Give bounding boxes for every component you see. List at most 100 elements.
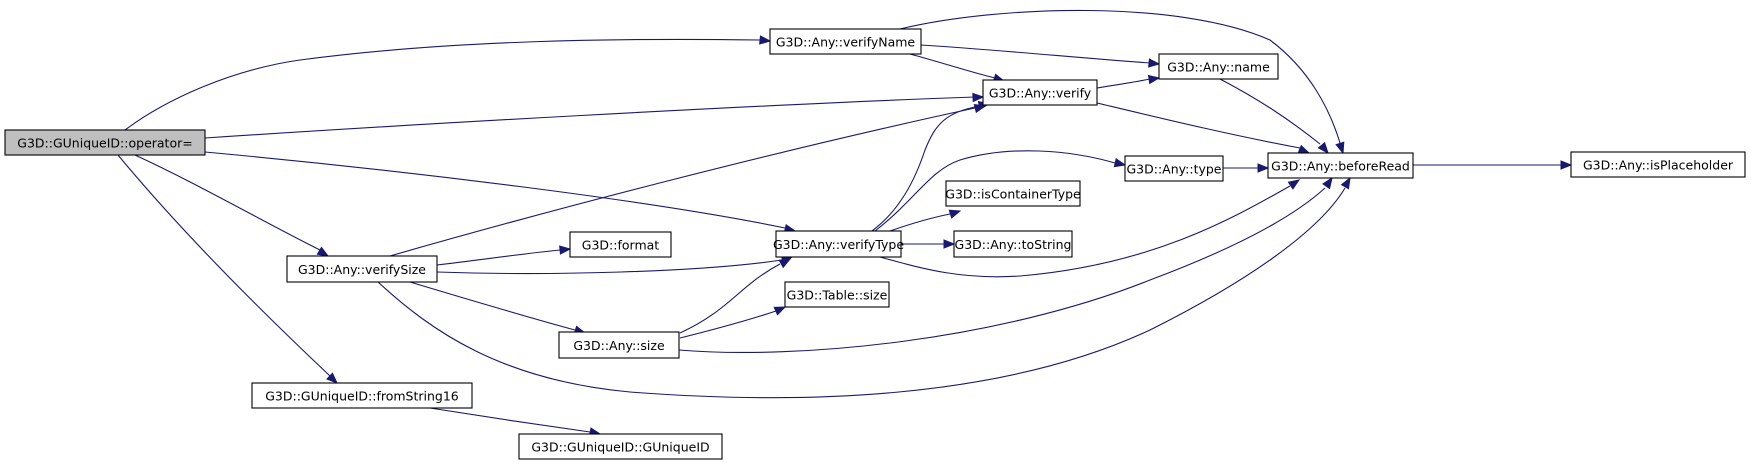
edges-layer — [117, 9, 1573, 437]
edge-line — [1219, 78, 1321, 145]
edge-line — [117, 154, 331, 377]
node-label: G3D::Any::name — [1167, 60, 1270, 75]
node-name[interactable]: G3D::Any::name — [1158, 53, 1279, 80]
node-operator_assign[interactable]: G3D::GUniqueID::operator= — [4, 129, 206, 156]
node-label: G3D::Any::verifyType — [773, 237, 904, 252]
edge-line — [1096, 102, 1301, 149]
edge-verifySize-to-beforeRead — [377, 176, 1351, 399]
arrowhead-icon — [1147, 74, 1161, 85]
edge-verifyType-to-beforeRead — [879, 179, 1301, 278]
node-label: G3D::Any::toString — [955, 237, 1072, 252]
arrowhead-icon — [1335, 141, 1345, 155]
edge-verifyName-to-verify — [909, 53, 1006, 83]
arrowhead-icon — [759, 35, 772, 45]
arrowhead-icon — [1113, 158, 1127, 168]
node-label: G3D::Any::verifySize — [298, 262, 426, 277]
arrowhead-icon — [943, 239, 956, 249]
node-label: G3D::isContainerType — [945, 187, 1081, 202]
node-type[interactable]: G3D::Any::type — [1124, 155, 1224, 182]
node-box — [1570, 151, 1746, 178]
edge-line — [889, 213, 951, 232]
arrowhead-icon — [1148, 58, 1161, 68]
node-verify[interactable]: G3D::Any::verify — [982, 79, 1098, 106]
edge-name-to-beforeRead — [1219, 78, 1329, 155]
arrowhead-icon — [778, 258, 792, 269]
arrowhead-icon — [559, 245, 572, 255]
edge-line — [679, 310, 777, 339]
node-box — [569, 231, 672, 258]
edge-operator_assign-to-verify — [204, 92, 985, 139]
edge-anySize-to-verifyType — [679, 258, 792, 334]
edge-verifySize-to-format — [436, 245, 572, 266]
node-label: G3D::GUniqueID::operator= — [17, 136, 192, 151]
node-box — [558, 331, 680, 359]
node-toString[interactable]: G3D::Any::toString — [953, 230, 1073, 258]
edge-beforeRead-to-isPlaceholder — [1413, 160, 1573, 170]
arrowhead-icon — [326, 372, 338, 384]
node-beforeRead[interactable]: G3D::Any::beforeRead — [1267, 152, 1414, 179]
arrowhead-icon — [773, 306, 787, 316]
edge-line — [429, 407, 591, 433]
edge-line — [678, 187, 1326, 353]
node-label: G3D::Table::size — [787, 288, 888, 303]
edge-line — [409, 281, 576, 331]
node-label: G3D::Any::beforeRead — [1271, 159, 1410, 174]
node-box — [251, 382, 473, 409]
node-fromString16[interactable]: G3D::GUniqueID::fromString16 — [251, 382, 473, 409]
edge-verifyType-to-toString — [901, 239, 956, 249]
node-box — [784, 281, 890, 308]
node-box — [769, 28, 922, 55]
node-box — [1267, 152, 1414, 179]
arrowhead-icon — [973, 103, 987, 114]
node-label: G3D::format — [582, 238, 659, 253]
edge-anySize-to-beforeRead — [678, 176, 1333, 353]
edge-verifyType-to-type — [874, 150, 1127, 232]
node-verifySize[interactable]: G3D::Any::verifySize — [286, 255, 438, 283]
edge-verify-to-name — [1096, 74, 1161, 89]
edge-verifyType-to-isContainerType — [889, 209, 962, 232]
node-box — [775, 230, 902, 258]
node-box — [4, 129, 206, 156]
edge-fromString16-to-GUniqueID — [429, 407, 602, 437]
edge-line — [436, 259, 783, 275]
node-label: G3D::Any::type — [1127, 162, 1222, 177]
node-verifyName[interactable]: G3D::Any::verifyName — [769, 28, 922, 55]
edge-line — [377, 187, 1346, 399]
edge-line — [879, 185, 1291, 278]
node-isPlaceholder[interactable]: G3D::Any::isPlaceholder — [1570, 151, 1746, 178]
edge-line — [204, 151, 786, 229]
node-label: G3D::GUniqueID::fromString16 — [265, 389, 459, 404]
edge-line — [204, 96, 976, 139]
arrowhead-icon — [1297, 144, 1311, 154]
nodes-layer: G3D::GUniqueID::operator=G3D::Any::verif… — [4, 28, 1746, 460]
edge-verifyType-to-verify — [871, 100, 991, 232]
edge-operator_assign-to-verifyName — [124, 35, 772, 131]
edge-verifyName-to-beforeRead — [899, 9, 1345, 155]
edge-operator_assign-to-fromString16 — [117, 154, 338, 384]
node-box — [1158, 53, 1279, 80]
node-GUniqueID[interactable]: G3D::GUniqueID::GUniqueID — [518, 433, 723, 460]
node-label: G3D::GUniqueID::GUniqueID — [531, 440, 709, 455]
edge-line — [1096, 78, 1151, 89]
edge-line — [899, 9, 1341, 144]
edge-verifySize-to-verify — [389, 103, 987, 257]
edge-line — [909, 53, 996, 79]
edge-line — [920, 44, 1151, 64]
node-box — [945, 180, 1081, 207]
node-anySize[interactable]: G3D::Any::size — [558, 331, 680, 359]
edge-line — [389, 107, 976, 257]
node-tableSize[interactable]: G3D::Table::size — [784, 281, 890, 308]
node-format[interactable]: G3D::format — [569, 231, 672, 258]
arrowhead-icon — [948, 209, 962, 219]
arrowhead-icon — [1257, 163, 1270, 173]
arrowhead-icon — [1287, 179, 1301, 190]
edge-line — [871, 105, 981, 232]
arrowhead-icon — [1340, 176, 1351, 190]
node-isContainerType[interactable]: G3D::isContainerType — [945, 180, 1081, 207]
arrowhead-icon — [1560, 160, 1573, 170]
edge-verifyName-to-name — [920, 44, 1161, 68]
arrowhead-icon — [972, 92, 985, 103]
node-verifyType[interactable]: G3D::Any::verifyType — [773, 230, 904, 258]
node-label: G3D::Any::verifyName — [776, 35, 916, 50]
